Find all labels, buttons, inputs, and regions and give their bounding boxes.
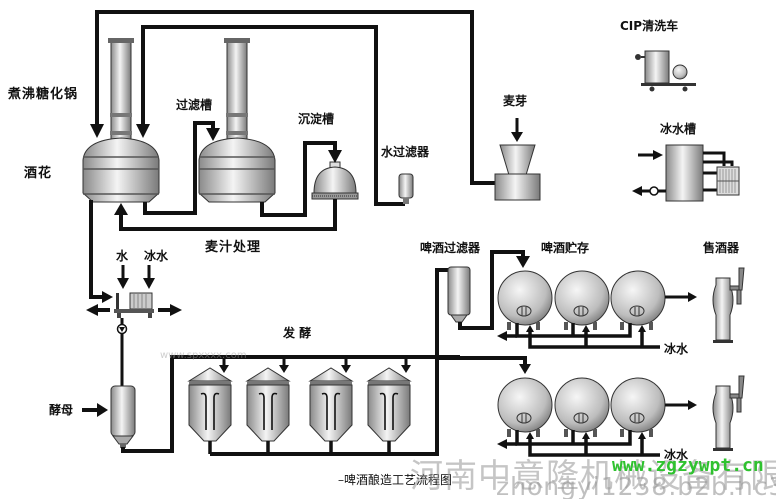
label-water-filter: 水过滤器: [381, 145, 430, 159]
label-ice-water-storage-lower: 冰水: [664, 448, 689, 462]
watermark-url-gray: zhongyi1238.b2b.hc360.com: [496, 472, 776, 499]
label-ice-water-cooler: 冰水: [144, 249, 169, 263]
beer-dispenser-upper: [712, 267, 745, 343]
fermentation-tank: [308, 367, 354, 454]
ice-water-tank: [632, 144, 740, 202]
malt-to-kettle-pipe: [95, 10, 495, 185]
storage-tanks-lower: [497, 377, 697, 457]
fermentation-tank: [187, 367, 233, 454]
fermentation-tank: [245, 367, 291, 454]
label-boiling-mash-kettle: 煮沸糖化锅: [8, 87, 79, 102]
cip-cleaning-cart: [635, 50, 696, 92]
label-water: 水: [116, 249, 129, 263]
label-dispenser: 售酒器: [703, 241, 740, 255]
arrow-down-icon: [90, 124, 104, 138]
label-ice-water-storage-upper: 冰水: [664, 342, 689, 356]
label-ice-water-tank: 冰水槽: [660, 122, 697, 136]
watermark-company: 河南中意隆机械设备有限责任公司: [410, 456, 776, 495]
arrow-left-icon: [632, 186, 642, 196]
water-filter-to-kettle-pipe: [141, 25, 405, 206]
storage-tank: [610, 377, 666, 437]
malt-mill: [494, 118, 541, 201]
arrow-up-icon: [114, 203, 128, 215]
water-filter: [398, 173, 414, 204]
kettle-to-cooler-pipe: [89, 200, 104, 299]
label-lauter-tun: 过滤槽: [176, 98, 213, 112]
beer-dispenser-lower: [712, 375, 745, 451]
filter-to-lower-storage-pipe: [435, 356, 527, 366]
storage-tanks-upper: [497, 270, 697, 349]
diagram-caption: –啤酒酿造工艺流程图: [338, 473, 453, 487]
arrow-down-icon: [206, 128, 220, 141]
fermentation-tank: [366, 367, 412, 454]
storage-tank: [554, 377, 610, 437]
arrow-down-icon: [136, 124, 150, 138]
kettle-to-lauter-pipe: [143, 121, 215, 215]
label-hops: 酒花: [24, 166, 53, 181]
watermark-url-green: www.zgzywpt.cn: [612, 455, 764, 476]
beer-filter: [447, 250, 530, 330]
label-fermentation: 发 酵: [283, 326, 312, 340]
lauter-tun: [198, 38, 276, 203]
wort-cooler: [86, 265, 182, 388]
label-beer-storage: 啤酒贮存: [541, 241, 590, 255]
mash-kettle: [82, 38, 160, 203]
storage-tank: [497, 377, 553, 437]
lauter-to-whirlpool-pipe: [260, 141, 337, 217]
label-beer-filter: 啤酒过滤器: [420, 241, 481, 255]
label-yeast: 酵母: [49, 403, 74, 417]
arrow-right-icon: [653, 150, 663, 160]
label-whirlpool: 沉淀槽: [298, 112, 335, 126]
fermentation-tanks: [187, 268, 458, 456]
label-malt: 麦芽: [503, 94, 528, 108]
arrow-down-icon: [328, 150, 342, 163]
storage-tank: [497, 270, 553, 330]
storage-tank: [554, 270, 610, 330]
storage-tank: [610, 270, 666, 330]
watermark-faint: www.spxxxx.com: [160, 350, 247, 361]
wort-return-pipe: [119, 199, 337, 231]
whirlpool-tank: [311, 161, 359, 200]
yeast-tank: [82, 355, 460, 453]
label-cip-cart: CIP清洗车: [620, 19, 679, 33]
label-wort-treatment: 麦汁处理: [205, 240, 262, 255]
